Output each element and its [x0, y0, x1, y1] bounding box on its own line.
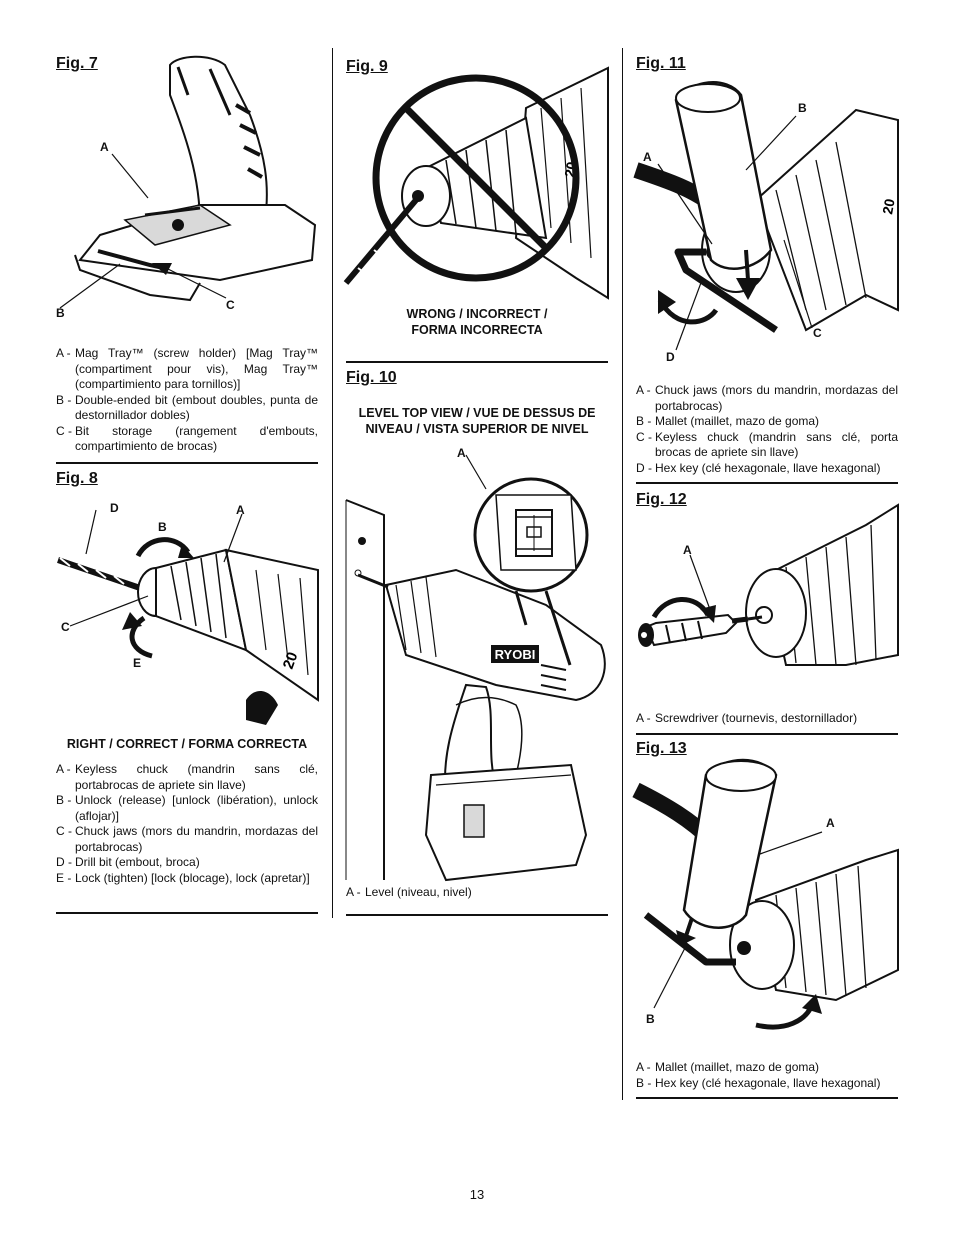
fig7-label-a: A: [100, 140, 109, 154]
fig7-label-b: B: [56, 306, 65, 320]
fig13-label-b: B: [646, 1012, 655, 1026]
column-divider-left: [332, 48, 333, 918]
fig8-label-c: C: [61, 620, 70, 634]
fig11-legend: A -Chuck jaws (mors du mandrin, mordazas…: [636, 383, 898, 476]
fig13-title: Fig. 13: [636, 740, 687, 757]
fig12-label-a: A: [683, 543, 692, 557]
fig7-leader-lines: [59, 153, 227, 309]
fig10-illustration: RYOBI: [345, 454, 606, 882]
fig11-label-b: B: [798, 101, 807, 115]
fig9-caption: WRONG / INCORRECT / FORMA INCORRECTA: [346, 306, 608, 338]
legend-item: A -Chuck jaws (mors du mandrin, mordazas…: [636, 383, 898, 413]
legend-item: A -Mag Tray™ (screw holder) [Mag Tray™ (…: [56, 346, 318, 391]
legend-item: A -Keyless chuck (mandrin sans clé, port…: [56, 762, 318, 792]
fig13-bottom-rule: [636, 1097, 898, 1099]
fig9-illustration: 20: [343, 66, 609, 300]
legend-item: A -Level (niveau, nivel): [346, 885, 472, 899]
legend-item: B -Hex key (clé hexagonale, llave hexago…: [636, 1075, 881, 1090]
fig11-bottom-rule: [636, 482, 898, 484]
fig13-illustration: [632, 758, 899, 1030]
legend-item: B -Mallet (maillet, mazo de goma): [636, 414, 820, 428]
fig11-label-a: A: [643, 150, 652, 164]
fig13-legend: A -Mallet (maillet, mazo de goma) B -Hex…: [636, 1060, 898, 1091]
column-divider-right: [622, 48, 623, 1100]
legend-item: A -Screwdriver (tournevis, destornillado…: [636, 711, 858, 725]
legend-item: B -Double-ended bit (embout doubles, pun…: [56, 392, 318, 423]
fig8-label-d: D: [110, 501, 119, 515]
fig11-label-d: D: [666, 350, 675, 364]
fig10-bottom-rule: [346, 914, 608, 916]
page-number: 13: [469, 1187, 485, 1202]
fig8-legend: A -Keyless chuck (mandrin sans clé, port…: [56, 762, 318, 886]
fig7-legend: A -Mag Tray™ (screw holder) [Mag Tray™ (…: [56, 346, 318, 455]
fig10-caption: LEVEL TOP VIEW / VUE DE DESSUS DE NIVEAU…: [346, 405, 608, 437]
fig9-caption-line1: WRONG / INCORRECT /: [406, 307, 548, 321]
legend-item: C -Keyless chuck (mandrin sans clé, port…: [636, 429, 898, 460]
fig11-chuck-marking: 20: [879, 197, 897, 215]
fig9-bottom-rule: [346, 361, 608, 363]
legend-item: C -Chuck jaws (mors du mandrin, mordazas…: [56, 824, 318, 854]
fig8-title: Fig. 8: [56, 470, 98, 487]
fig8-caption: RIGHT / CORRECT / FORMA CORRECTA: [66, 737, 308, 751]
fig9-caption-line2: FORMA INCORRECTA: [411, 323, 543, 337]
fig7-bottom-rule: [56, 462, 318, 464]
fig8-chuck-marking: 20: [280, 650, 302, 671]
fig10-brand-logo: RYOBI: [495, 647, 536, 662]
fig11-illustration: 20: [633, 81, 899, 351]
legend-item: B -Unlock (release) [unlock (libération)…: [56, 793, 318, 823]
fig8-label-e: E: [133, 656, 142, 670]
fig8-bottom-rule: [56, 912, 318, 914]
fig12-illustration: [638, 503, 899, 666]
fig12-title: Fig. 12: [636, 491, 687, 508]
fig10-legend: A -Level (niveau, nivel): [346, 885, 608, 901]
fig7-illustration: [74, 55, 317, 302]
fig8-label-b: B: [158, 520, 167, 534]
fig9-title: Fig. 9: [346, 58, 388, 75]
fig10-caption-line2: NIVEAU / VISTA SUPERIOR DE NIVEL: [365, 422, 589, 436]
fig7-label-c: C: [226, 298, 235, 312]
fig11-title: Fig. 11: [636, 55, 686, 72]
fig12-legend: A -Screwdriver (tournevis, destornillado…: [636, 711, 898, 727]
legend-item: E -Lock (tighten) [lock (blocage), lock …: [56, 870, 310, 885]
fig10-title: Fig. 10: [346, 369, 397, 386]
fig8-illustration: 20: [57, 509, 319, 725]
fig13-label-a: A: [826, 816, 835, 830]
legend-item: D -Hex key (clé hexagonale, llave hexago…: [636, 460, 881, 475]
legend-item: A -Mallet (maillet, mazo de goma): [636, 1060, 820, 1074]
legend-item: D -Drill bit (embout, broca): [56, 855, 200, 869]
fig8-label-a: A: [236, 503, 245, 517]
fig12-bottom-rule: [636, 733, 898, 735]
fig11-label-c: C: [813, 326, 822, 340]
fig10-caption-line1: LEVEL TOP VIEW / VUE DE DESSUS DE: [358, 406, 596, 420]
fig10-label-a: A: [457, 446, 466, 460]
legend-item: C -Bit storage (rangement d'embouts, com…: [56, 423, 318, 454]
fig7-title: Fig. 7: [56, 55, 98, 72]
